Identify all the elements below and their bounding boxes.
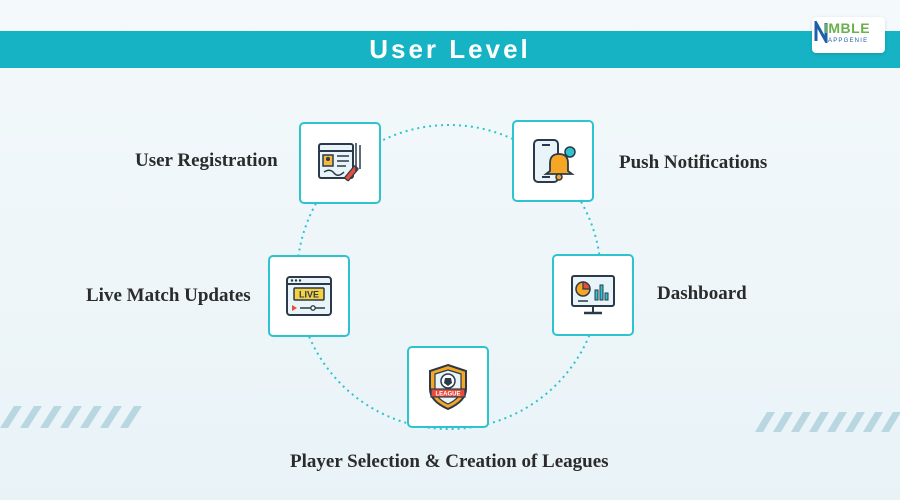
label-live-match-updates: Live Match Updates: [86, 285, 251, 306]
monitor-chart-icon: [571, 275, 615, 315]
page-title: User Level: [369, 34, 531, 64]
label-push-notifications: Push Notifications: [619, 152, 768, 173]
logo-word: IMBLE: [824, 20, 871, 36]
league-badge-icon: LEAGUE: [429, 363, 467, 411]
left-stripe-decoration: [0, 406, 142, 428]
registration-form-icon: [318, 143, 361, 182]
node-dashboard: [552, 254, 634, 336]
label-user-registration: User Registration: [135, 150, 278, 171]
node-live-match-updates: LIVE: [268, 255, 350, 337]
node-player-selection: LEAGUE: [407, 346, 489, 428]
right-stripe-decoration: [755, 412, 900, 432]
league-badge-text: LEAGUE: [435, 392, 460, 398]
logo-n-icon: [814, 21, 828, 43]
node-user-registration: [299, 122, 381, 204]
node-push-notifications: [512, 120, 594, 202]
label-player-selection: Player Selection & Creation of Leagues: [290, 451, 609, 472]
live-badge-text: LIVE: [299, 290, 319, 300]
live-video-icon: LIVE: [286, 276, 332, 316]
label-dashboard: Dashboard: [657, 283, 747, 304]
logo-sub: APPGENIE: [828, 38, 869, 44]
brand-logo: IMBLE APPGENIE: [812, 17, 885, 53]
title-banner: User Level: [0, 31, 900, 68]
phone-bell-icon: [533, 139, 576, 183]
